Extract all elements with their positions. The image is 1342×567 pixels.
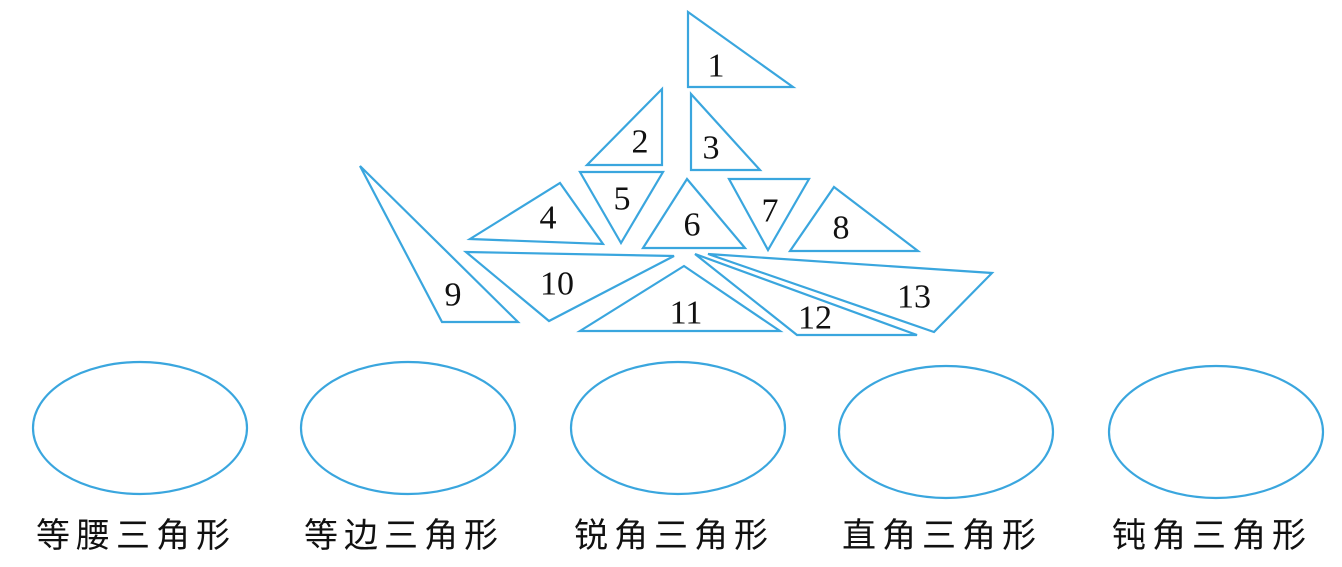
triangle-label: 6	[684, 207, 701, 244]
triangle-label: 8	[833, 210, 850, 247]
triangle-10: 10	[462, 250, 675, 323]
triangle-label: 9	[445, 277, 462, 314]
triangle-2: 2	[584, 86, 664, 167]
category-oval-isosceles[interactable]	[31, 360, 249, 496]
triangle-label: 2	[632, 124, 649, 161]
triangle-label: 11	[670, 295, 703, 332]
triangle-1: 1	[686, 9, 797, 89]
triangle-13: 13	[707, 252, 995, 334]
caption-equilateral: 等边三角形	[304, 516, 504, 556]
caption-acute: 锐角三角形	[574, 516, 774, 556]
triangle-label: 1	[708, 48, 725, 85]
triangle-4: 4	[466, 181, 606, 246]
triangle-label: 5	[614, 181, 631, 218]
triangle-3: 3	[689, 91, 763, 172]
triangle-label: 7	[762, 193, 779, 230]
category-oval-acute[interactable]	[569, 360, 787, 496]
caption-obtuse: 钝角三角形	[1112, 516, 1312, 556]
triangle-label: 4	[540, 200, 557, 237]
triangle-8: 8	[787, 185, 922, 253]
triangle-6: 6	[640, 177, 748, 250]
triangle-label: 12	[798, 300, 832, 337]
category-oval-obtuse[interactable]	[1107, 364, 1325, 500]
caption-right: 直角三角形	[842, 516, 1042, 556]
triangle-label: 13	[897, 279, 931, 316]
caption-isosceles: 等腰三角形	[36, 516, 236, 556]
triangle-11: 11	[576, 264, 784, 333]
triangle-5: 5	[578, 170, 665, 246]
category-oval-equilateral[interactable]	[299, 360, 517, 496]
triangle-label: 3	[703, 130, 720, 167]
category-oval-right[interactable]	[837, 364, 1055, 500]
triangle-7: 7	[727, 177, 811, 253]
triangle-label: 10	[540, 266, 574, 303]
triangle-12: 12	[694, 252, 918, 337]
triangle-9: 9	[359, 165, 521, 324]
